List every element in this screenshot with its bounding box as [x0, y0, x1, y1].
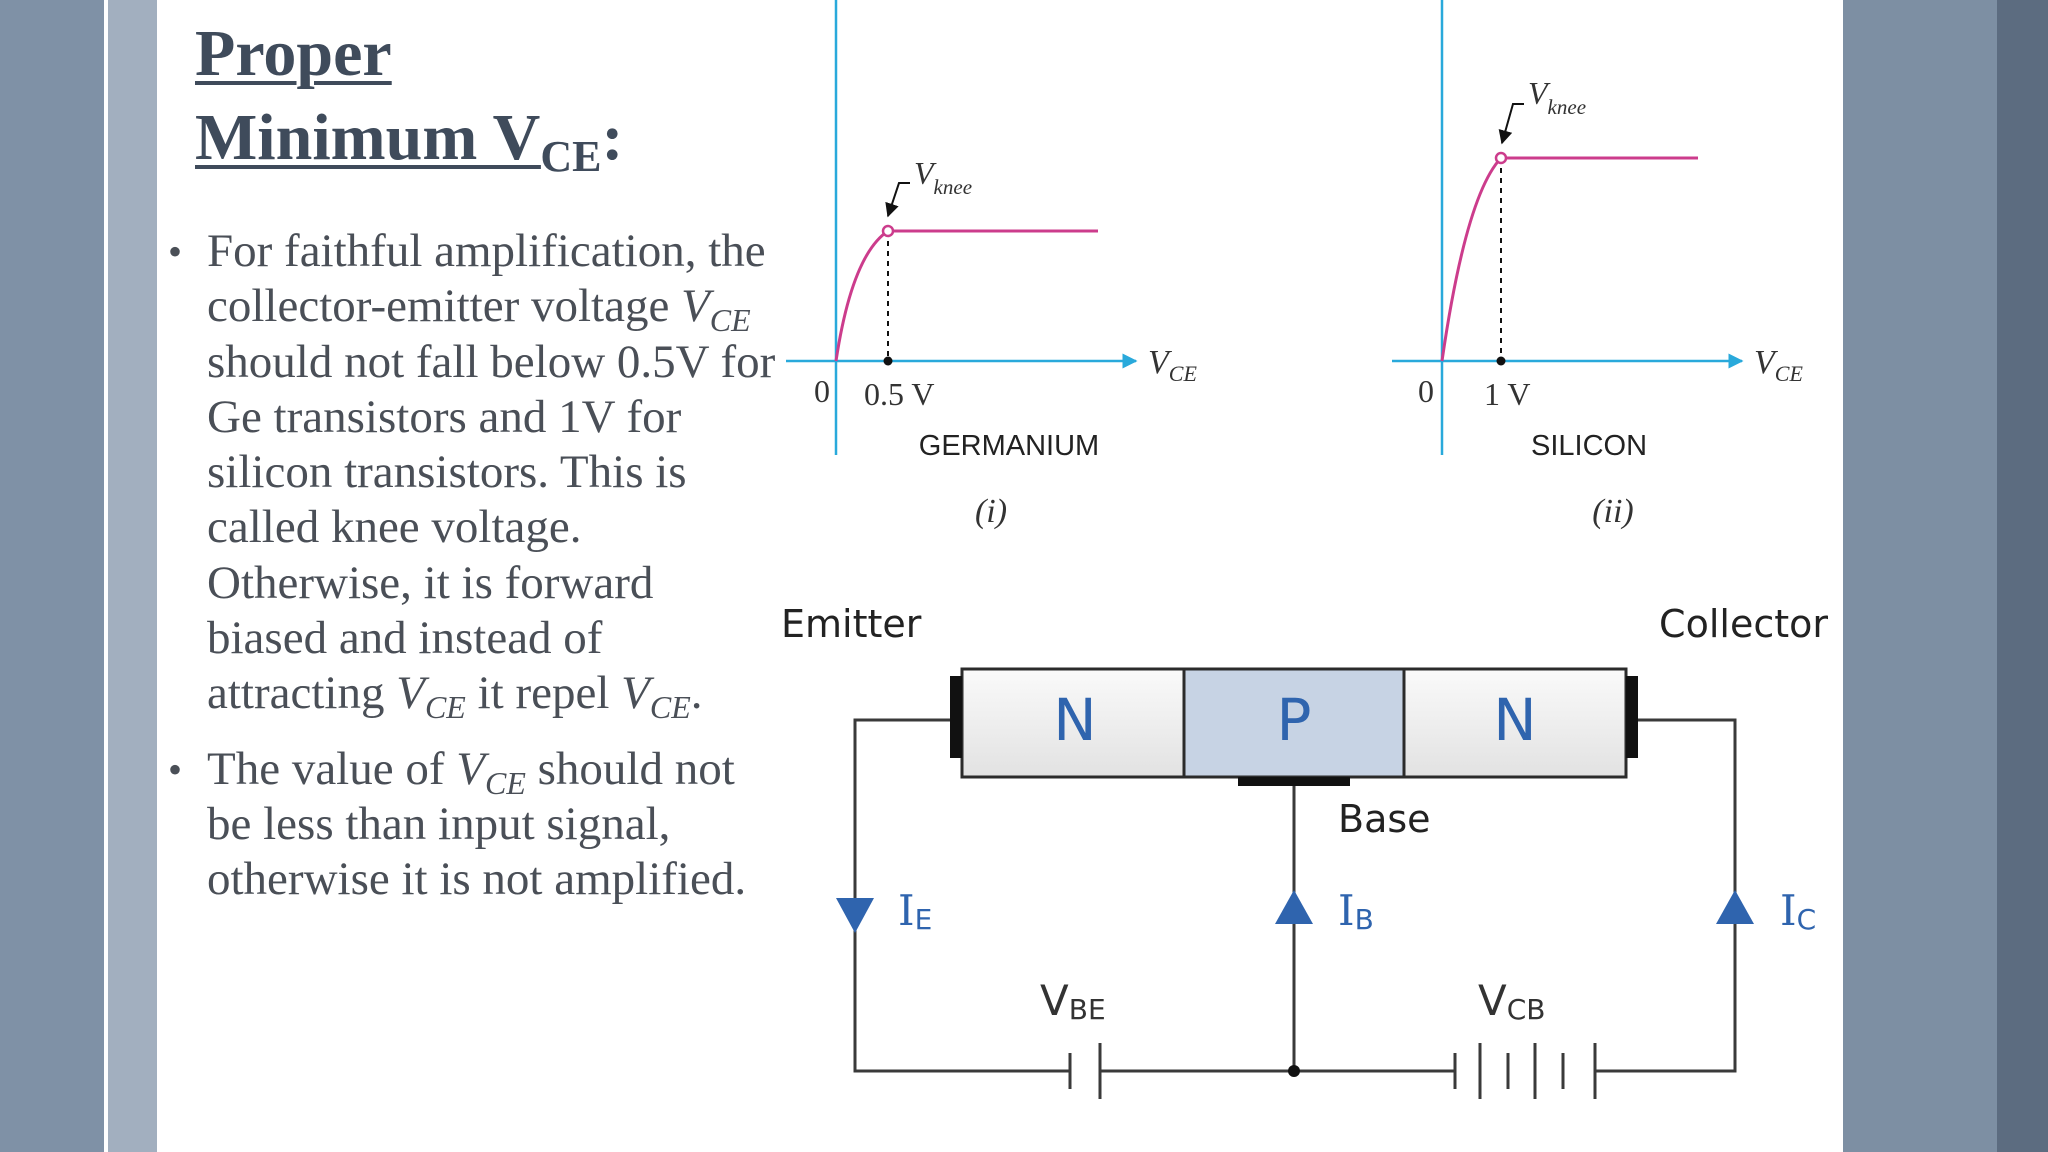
germanium-knee-pointer-arrow — [885, 182, 910, 218]
germanium-knee-axis-point — [883, 356, 893, 366]
base-label: Base — [1338, 797, 1431, 841]
germanium-origin-label: 0 — [814, 373, 830, 409]
vcb-battery-symbol — [1453, 1043, 1597, 1099]
vbe-battery-symbol — [1068, 1043, 1102, 1099]
germanium-graph: Vknee VCE 0 0.5 V GERMANIUM (i) — [786, 0, 1197, 530]
silicon-index-label: (ii) — [1592, 493, 1634, 530]
emitter-label: Emitter — [781, 602, 922, 646]
silicon-knee-point — [1494, 151, 1508, 165]
silicon-graph: Vknee VCE 0 1 V SILICON (ii) — [1392, 0, 1803, 530]
vbe-label: VBE — [1040, 976, 1106, 1026]
title-colon: : — [601, 101, 624, 174]
germanium-knee-value: 0.5 V — [864, 376, 935, 412]
ib-up-arrow-icon — [1275, 890, 1313, 924]
n-region-collector — [1402, 667, 1628, 779]
background-band-right — [1843, 0, 1997, 1152]
slide-title: Proper Minimum VCE: — [195, 12, 755, 180]
n-region-label-right: N — [1493, 686, 1536, 754]
junction-node — [1288, 1065, 1300, 1077]
silicon-origin-label: 0 — [1418, 373, 1434, 409]
germanium-characteristic-curve — [834, 229, 1098, 362]
silicon-material-label: SILICON — [1531, 430, 1647, 462]
collector-contact — [1626, 676, 1638, 758]
germanium-material-label: GERMANIUM — [919, 430, 1099, 462]
ib-label: IB — [1338, 886, 1374, 936]
ie-label: IE — [898, 886, 932, 936]
germanium-axis-label: VCE — [1148, 344, 1197, 386]
symbol-v: V — [456, 742, 485, 795]
symbol-v: V — [396, 667, 425, 720]
background-stripe-left — [104, 0, 108, 1152]
germanium-knee-point — [881, 224, 895, 238]
background-band-left — [0, 0, 104, 1152]
base-contact — [1238, 777, 1350, 786]
title-line-1: Proper — [195, 17, 392, 90]
knee-voltage-graphs: Vknee VCE 0 0.5 V GERMANIUM (i) Vknee VC… — [786, 0, 1803, 530]
bullet-item-input-signal: The value of VCE should not be less than… — [160, 742, 780, 908]
ie-down-arrow-icon — [836, 898, 874, 933]
bullet-item-knee-voltage: For faithful amplification, the collecto… — [160, 224, 780, 723]
silicon-characteristic-curve — [1440, 156, 1698, 362]
n-region-label-left: N — [1053, 686, 1096, 754]
title-line-2-main: Minimum V — [195, 101, 541, 174]
p-region-label: P — [1277, 686, 1312, 754]
ic-label: IC — [1780, 886, 1816, 936]
germanium-index-label: (i) — [975, 493, 1007, 530]
germanium-knee-label: Vknee — [914, 155, 972, 199]
vcb-label: VCB — [1478, 976, 1546, 1026]
silicon-knee-label: Vknee — [1528, 75, 1586, 119]
title-line-2: Minimum VCE — [195, 101, 601, 179]
npn-transistor-circuit: Emitter Collector N P N Base IE IB IC VB… — [781, 602, 1828, 1099]
ic-up-arrow-icon — [1716, 890, 1754, 924]
background-band-right-edge — [1997, 0, 2048, 1152]
silicon-axis-label: VCE — [1754, 344, 1803, 386]
title-line-2-subscript: CE — [540, 132, 602, 181]
collector-label: Collector — [1659, 602, 1828, 646]
silicon-knee-axis-point — [1496, 356, 1506, 366]
circuit-wires — [853, 718, 1737, 1073]
emitter-contact — [950, 676, 962, 758]
bullet-list: For faithful amplification, the collecto… — [160, 224, 780, 928]
background-band-left-inner — [108, 0, 157, 1152]
symbol-v: V — [621, 667, 650, 720]
silicon-knee-value: 1 V — [1484, 376, 1531, 412]
symbol-v: V — [681, 280, 710, 333]
silicon-knee-pointer-arrow — [1498, 103, 1524, 145]
